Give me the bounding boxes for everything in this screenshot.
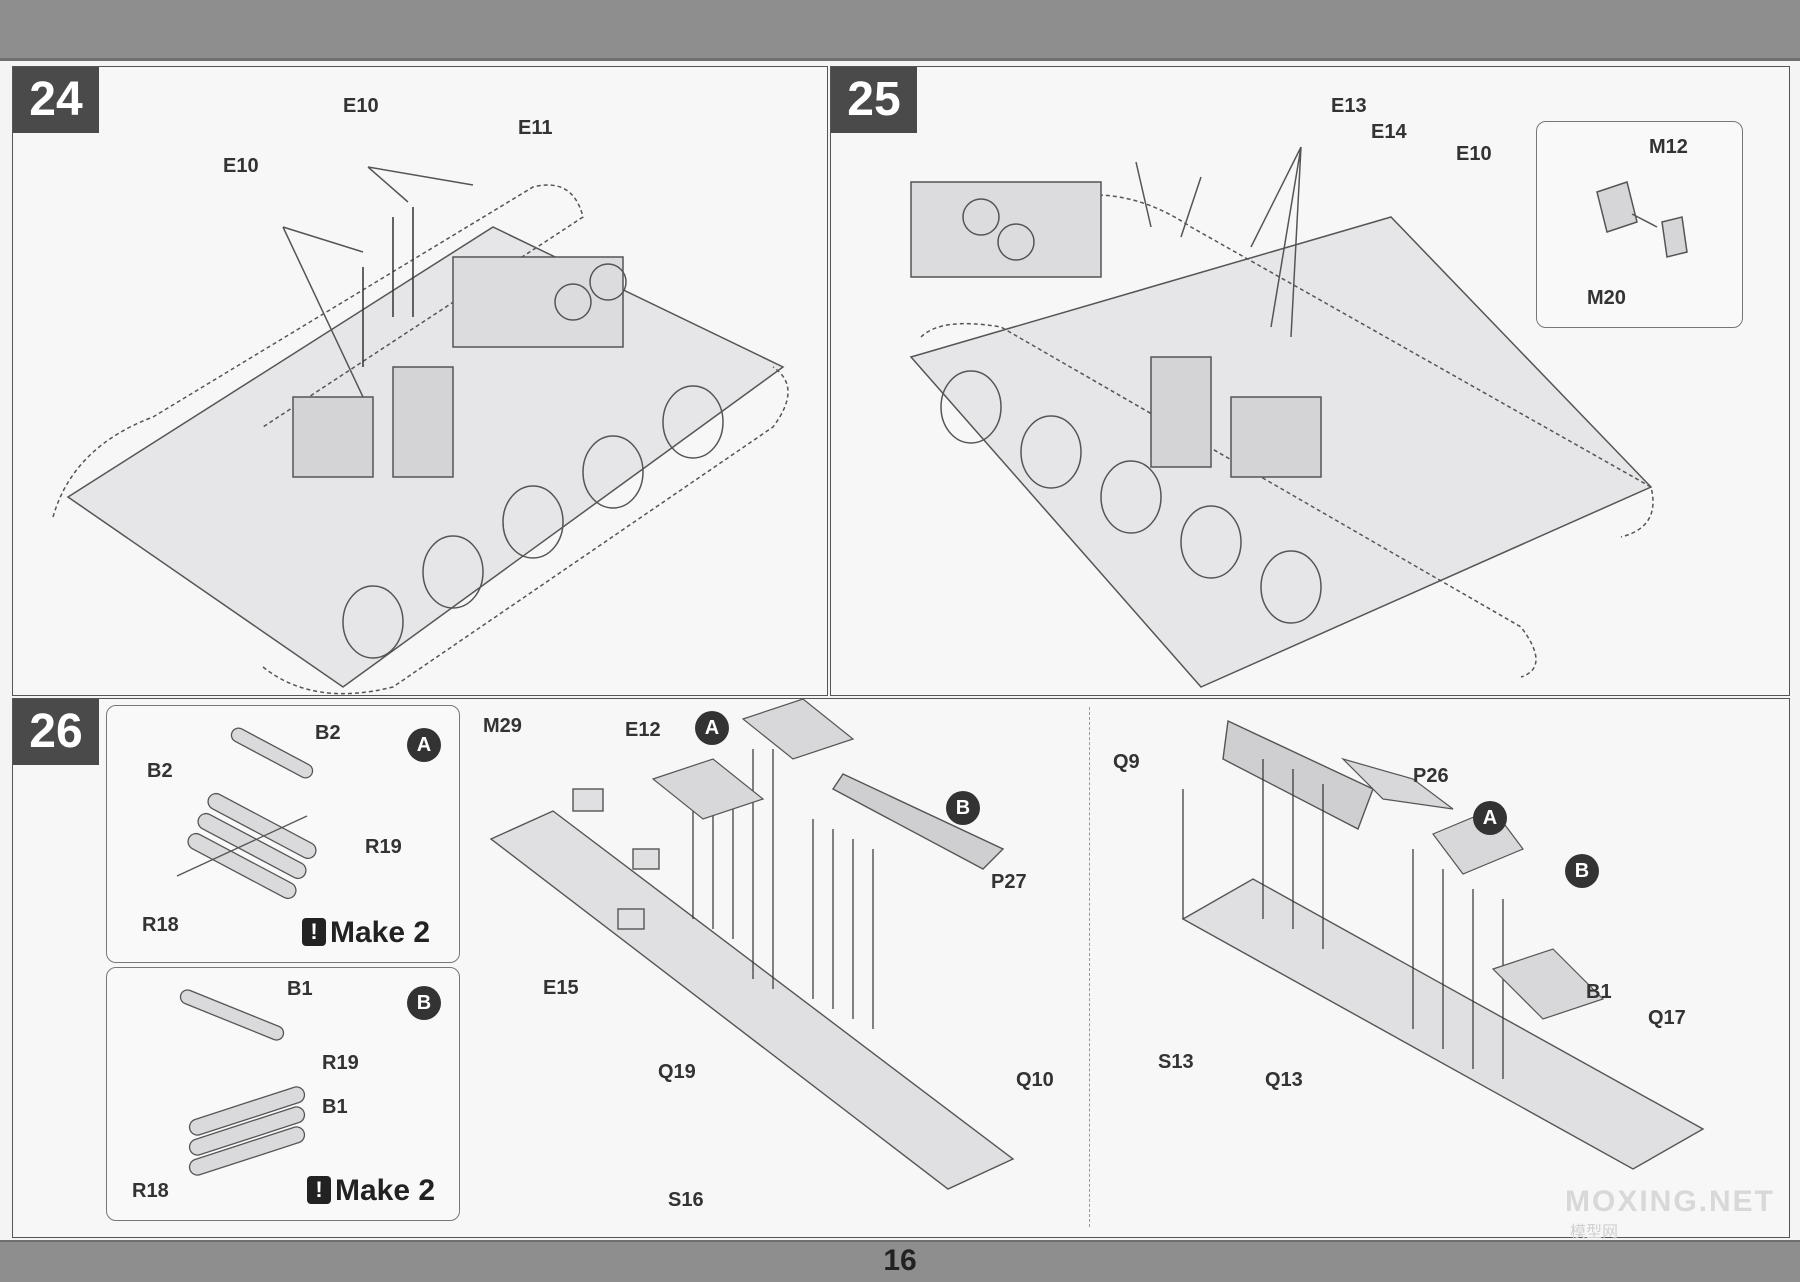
subassembly-marker: A bbox=[695, 711, 729, 745]
part-label: M20 bbox=[1587, 287, 1626, 309]
part-label: Q19 bbox=[658, 1061, 696, 1083]
warning-icon: ! bbox=[307, 1176, 331, 1204]
part-label: Q9 bbox=[1113, 751, 1140, 773]
part-label: M29 bbox=[483, 715, 522, 737]
step-number: 24 bbox=[13, 67, 99, 133]
part-label: M12 bbox=[1649, 136, 1688, 158]
step-24-panel: 24 E10 E11 E10 bbox=[12, 66, 828, 696]
floor-plate-assembly-illustration bbox=[489, 699, 1705, 1190]
part-label: R18 bbox=[142, 914, 179, 936]
part-label: Q10 bbox=[1016, 1069, 1054, 1091]
part-label: R19 bbox=[322, 1052, 359, 1074]
step-25-panel: 25 E13 E14 E10 M12 M20 bbox=[830, 66, 1790, 696]
tank-hull-illustration bbox=[52, 166, 789, 695]
shell-rack-illustration bbox=[179, 989, 306, 1176]
shell-rack-illustration bbox=[176, 727, 317, 900]
subassembly-marker: B bbox=[407, 986, 441, 1020]
watermark-logo: MOXING.NET bbox=[1565, 1185, 1776, 1218]
part-label: Q17 bbox=[1648, 1007, 1686, 1029]
part-label: B2 bbox=[315, 722, 341, 744]
top-header-bar bbox=[0, 0, 1800, 61]
subassembly-marker: B bbox=[946, 791, 980, 825]
section-divider bbox=[1089, 707, 1090, 1227]
part-label: E10 bbox=[223, 155, 259, 177]
part-label: B1 bbox=[1586, 981, 1612, 1003]
tank-hull-illustration bbox=[909, 146, 1654, 688]
subassembly-a-panel: A B2 B2 R19 R18 !Make 2 bbox=[106, 705, 460, 963]
subassembly-marker: B bbox=[1565, 854, 1599, 888]
bottom-footer-bar bbox=[0, 1240, 1800, 1282]
make-quantity-note: !Make 2 bbox=[302, 916, 430, 950]
part-label: B1 bbox=[322, 1096, 348, 1118]
part-label: E15 bbox=[543, 977, 579, 999]
step-number: 25 bbox=[831, 67, 917, 133]
part-label: B1 bbox=[287, 978, 313, 1000]
part-label: B2 bbox=[147, 760, 173, 782]
detail-inset: M12 M20 bbox=[1536, 121, 1743, 328]
part-label: Q13 bbox=[1265, 1069, 1303, 1091]
part-label: E13 bbox=[1331, 95, 1367, 117]
part-label: P26 bbox=[1413, 765, 1449, 787]
part-label: E10 bbox=[1456, 143, 1492, 165]
bracket-detail-illustration bbox=[1596, 181, 1688, 258]
part-label: E14 bbox=[1371, 121, 1407, 143]
part-label: R19 bbox=[365, 836, 402, 858]
step-number: 26 bbox=[13, 699, 99, 765]
part-label: S16 bbox=[668, 1189, 704, 1211]
part-label: E12 bbox=[625, 719, 661, 741]
warning-icon: ! bbox=[302, 918, 326, 946]
subassembly-marker: A bbox=[407, 728, 441, 762]
part-label: E11 bbox=[518, 117, 553, 139]
subassembly-marker: A bbox=[1473, 801, 1507, 835]
part-label: E10 bbox=[343, 95, 379, 117]
watermark-subtext: 模型网 bbox=[1570, 1222, 1619, 1241]
part-label: S13 bbox=[1158, 1051, 1194, 1073]
page-number: 16 bbox=[883, 1244, 917, 1277]
part-label: R18 bbox=[132, 1180, 169, 1202]
step-26-panel: 26 A B2 B2 R19 R18 !Make 2 bbox=[12, 698, 1790, 1238]
part-label: P27 bbox=[991, 871, 1027, 893]
make-quantity-note: !Make 2 bbox=[307, 1174, 435, 1208]
subassembly-b-panel: B B1 R19 B1 R18 !Make 2 bbox=[106, 967, 460, 1221]
